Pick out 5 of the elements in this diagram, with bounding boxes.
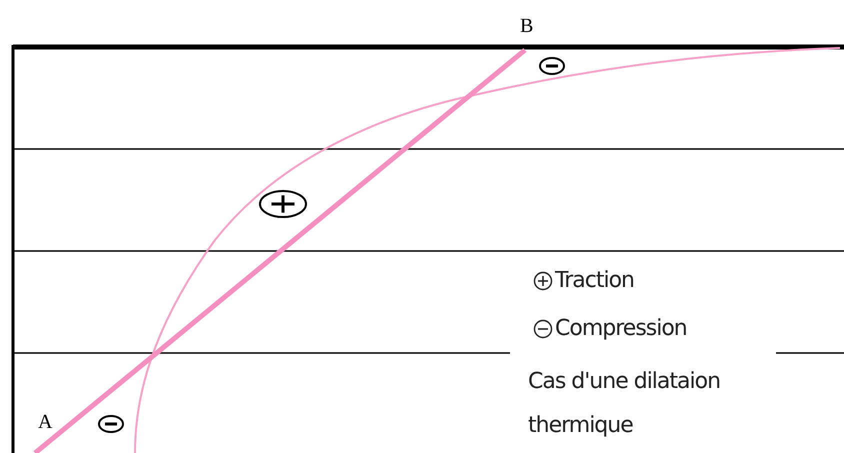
legend-text: Compression [555, 315, 687, 343]
legend-text: Traction [555, 267, 634, 295]
point-label: A [38, 412, 52, 432]
caption-text: Cas d'une dilataion thermique [528, 368, 722, 440]
point-label: B [520, 16, 534, 36]
